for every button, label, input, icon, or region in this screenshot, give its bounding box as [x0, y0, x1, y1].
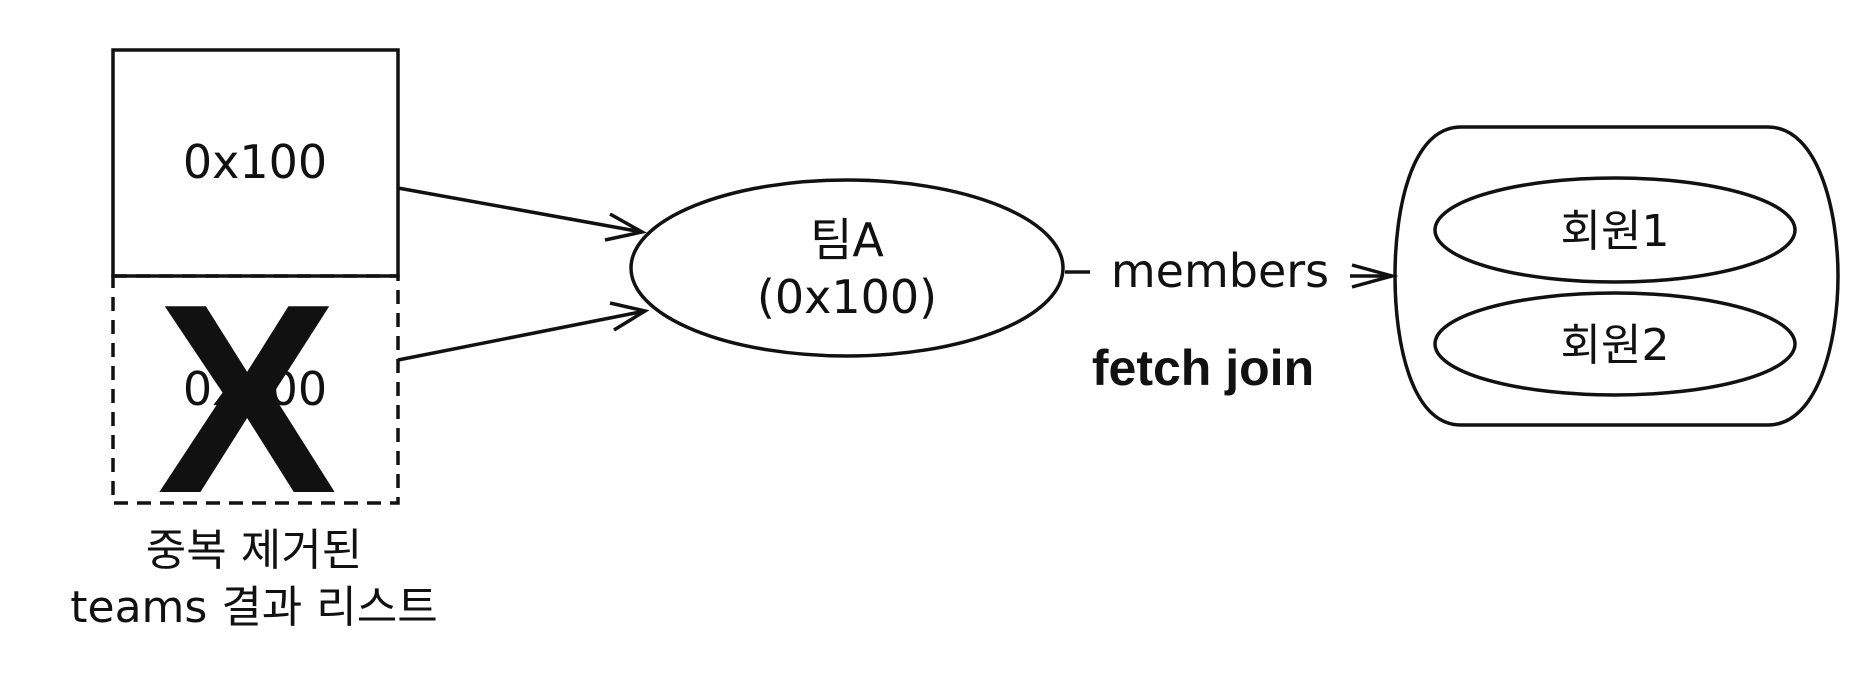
team-address: (0x100) — [757, 270, 937, 324]
result-box-2-removed: 0x100 X — [111, 249, 400, 550]
arrow-box2-to-team — [397, 301, 650, 362]
team-node: 팀A (0x100) — [629, 178, 1065, 358]
member-1-ellipse — [1433, 176, 1797, 284]
removed-x-mark: X — [157, 249, 338, 550]
result-box-2-frame — [111, 274, 400, 505]
members-relation: members fetch join — [1065, 244, 1399, 396]
member-2-label: 회원2 — [1561, 320, 1670, 371]
result-caption-line-2: teams 결과 리스트 — [70, 582, 437, 633]
result-caption-line-1: 중복 제거된 — [146, 525, 362, 576]
member-1-label: 회원1 — [1561, 206, 1670, 257]
member-2-ellipse — [1433, 291, 1797, 397]
result-box-1-address: 0x100 — [183, 135, 327, 189]
team-ellipse — [629, 178, 1065, 358]
members-label: members — [1111, 244, 1329, 298]
members-collection: 회원1 회원2 — [1393, 125, 1840, 427]
fetch-join-label: fetch join — [1092, 340, 1314, 396]
members-collection-frame — [1393, 125, 1840, 427]
result-box-2-address: 0x100 — [183, 362, 327, 416]
arrow-box1-to-team — [397, 186, 647, 242]
result-box-1: 0x100 — [111, 48, 400, 278]
team-name: 팀A — [810, 213, 884, 267]
